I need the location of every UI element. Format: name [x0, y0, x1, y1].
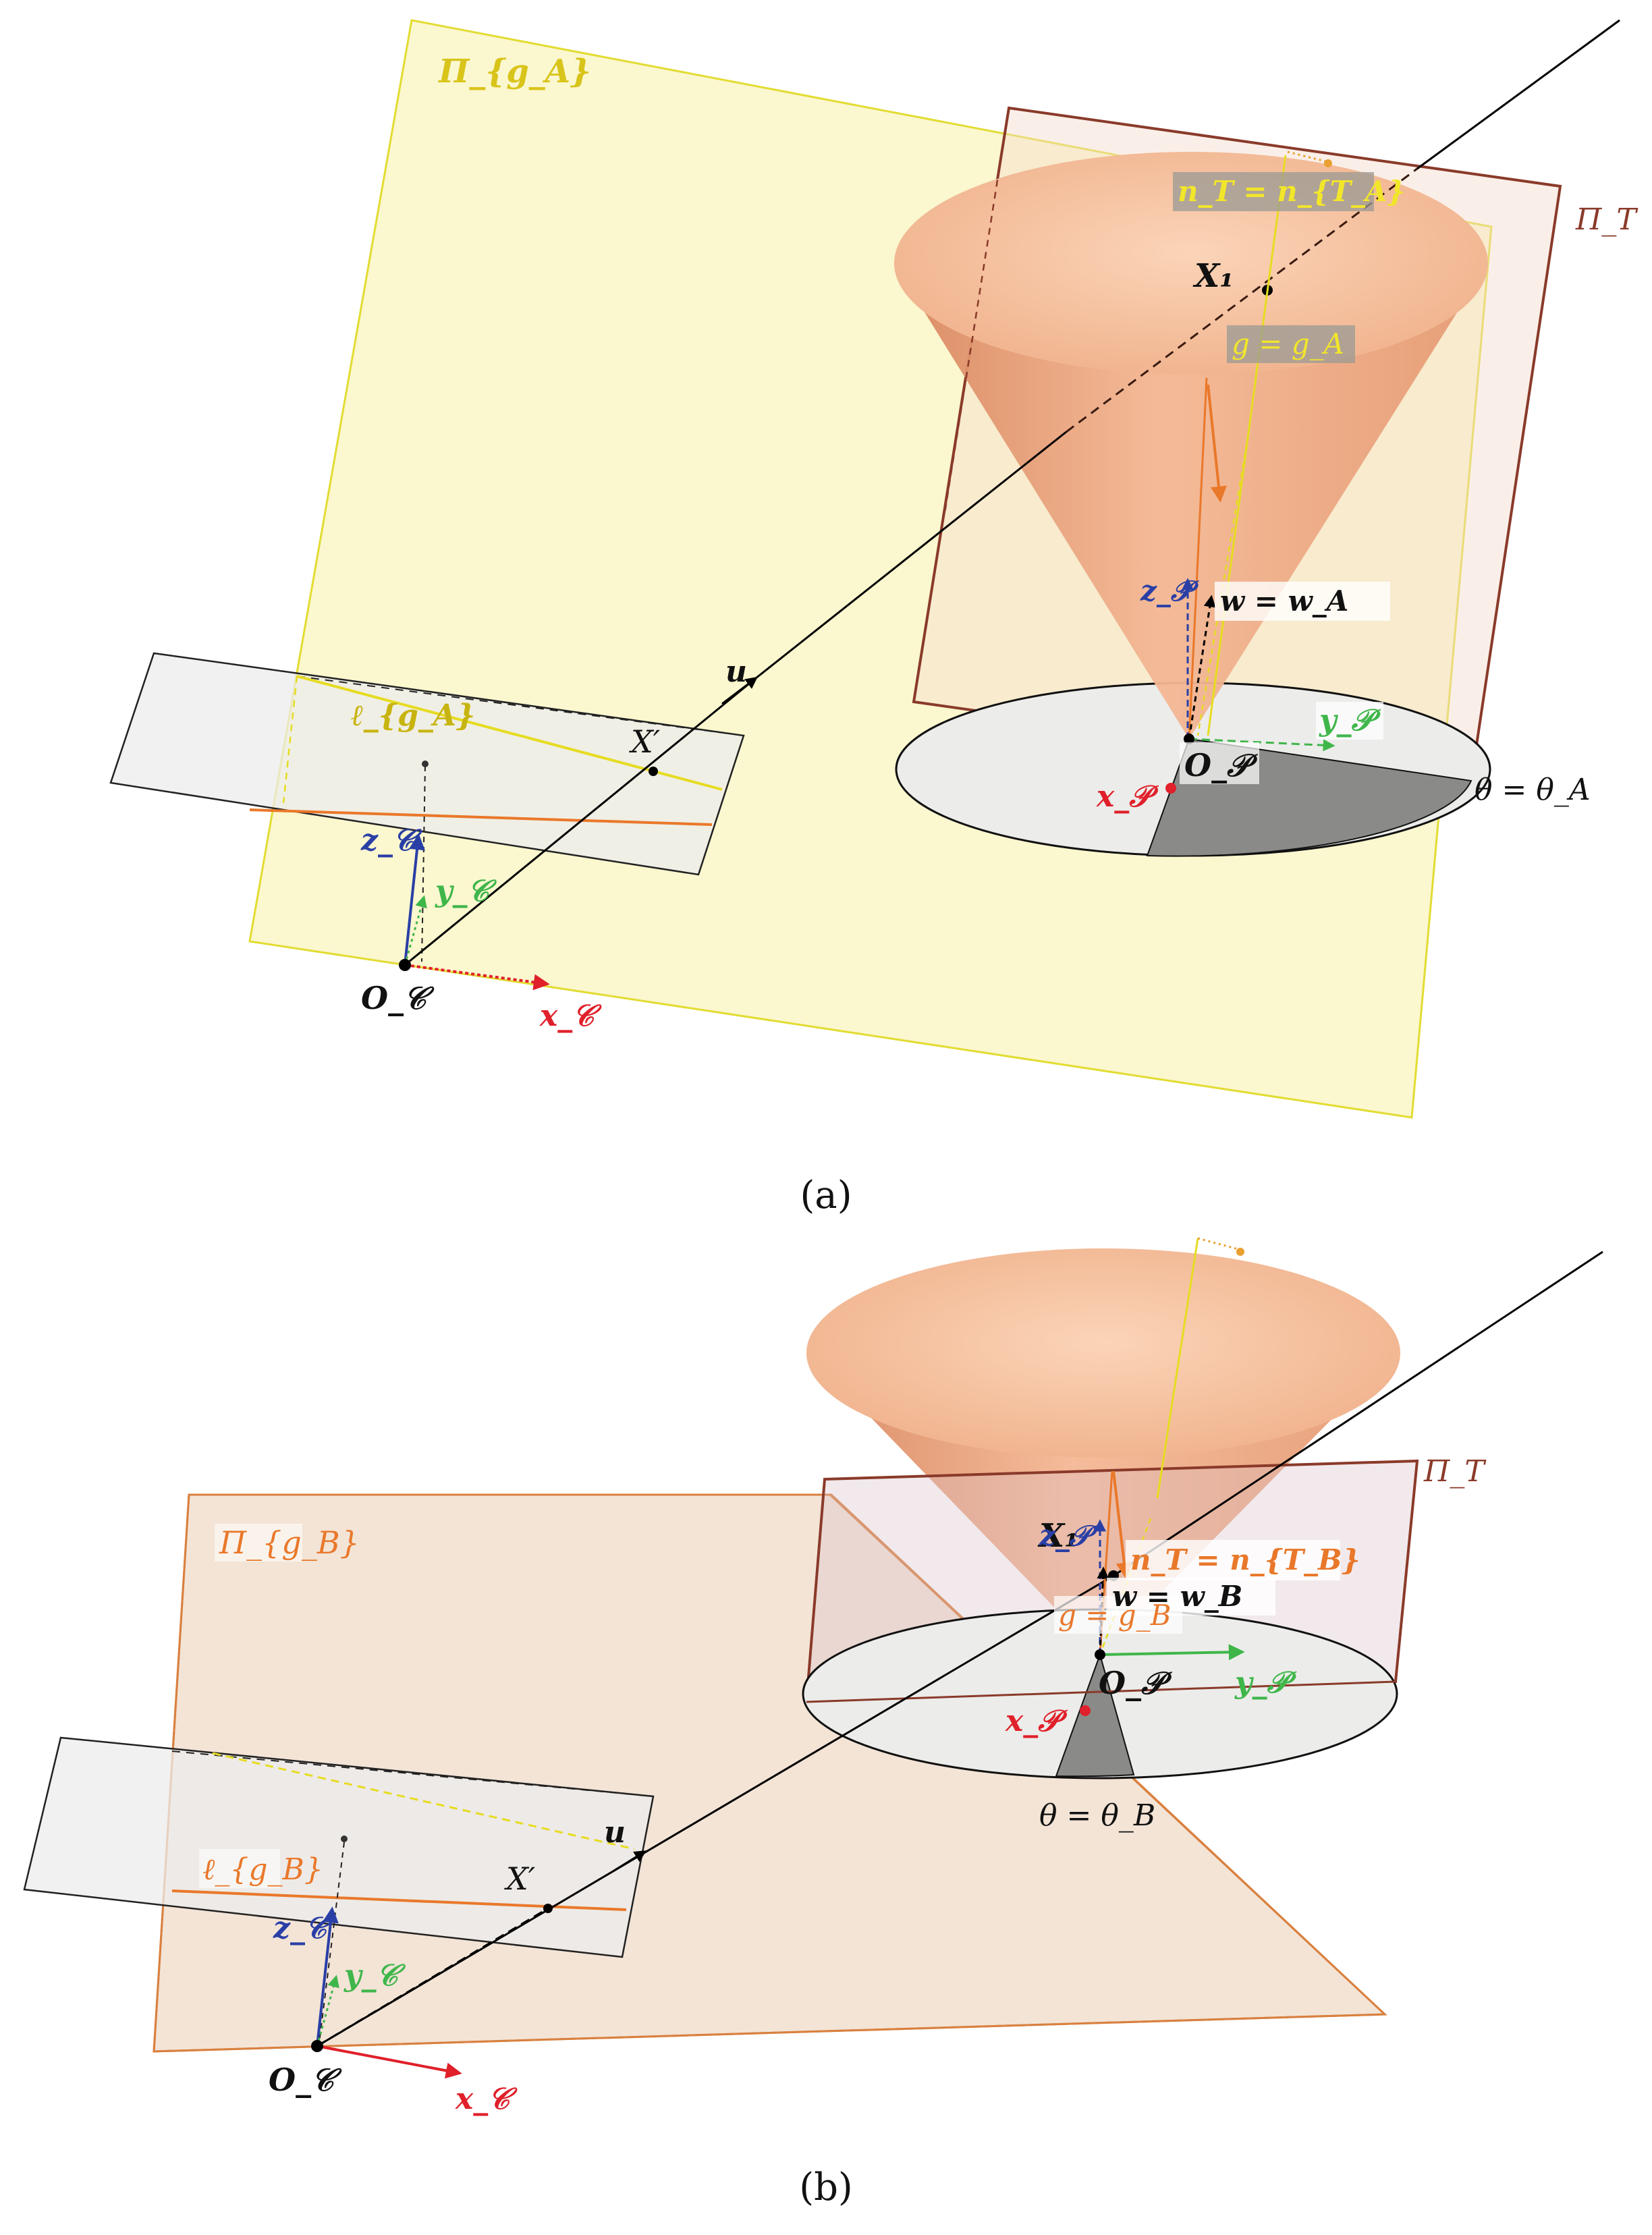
frame-pi-T-label-b: Π_T	[1423, 1454, 1487, 1489]
yc-label-a: y_𝒞	[435, 874, 497, 908]
zp-label-a: z_𝒫	[1140, 574, 1199, 607]
normal-label-bg-a	[1173, 172, 1374, 211]
ray-a-solid-low	[404, 677, 756, 966]
plane-pi-gB-right	[189, 1495, 1385, 2014]
g-vector-a	[1207, 384, 1227, 503]
xp-point-b	[1080, 1705, 1091, 1716]
xc-label-b: x_𝒞	[455, 2082, 518, 2116]
theta-label-b: θ = θ_B	[1039, 1798, 1155, 1833]
theta-sector-b	[1055, 1652, 1135, 1777]
op-label-b: O_𝒫	[1099, 1665, 1172, 1701]
yp-label-a: y_𝒫	[1319, 703, 1381, 738]
g-label-a: g = g_A	[1232, 327, 1344, 360]
frame-dashed-left-a	[943, 107, 1010, 514]
panel-b: Π_{g_B} Π_T n_T = n_{T_B} g = g_B w = w_…	[23, 1237, 1603, 2209]
w-label-b: w = w_B	[1112, 1580, 1242, 1613]
oc-point-a	[399, 959, 411, 971]
normal-label-a: n_T = n_{T_A}	[1178, 175, 1406, 208]
x1-label-a: X₁	[1192, 257, 1234, 295]
oc-label-b: O_𝒞	[269, 2062, 342, 2098]
op-point-a	[1184, 734, 1194, 744]
op-point-b	[1095, 1649, 1105, 1660]
normal-dashed-a	[1196, 424, 1251, 736]
ray-b-top	[1113, 1250, 1603, 1577]
camera-plane-a-dashed-edge	[296, 675, 744, 736]
zc-axis-a	[404, 833, 425, 966]
caption-b: (b)	[799, 2165, 853, 2209]
oc-point-b	[311, 2040, 323, 2052]
yellow-dashed-b	[212, 1752, 635, 1850]
u-arrow-a	[721, 676, 758, 705]
orange-dotted-a	[1287, 150, 1329, 163]
principal-point-a	[422, 761, 429, 767]
ell-label-a: ℓ_{g_A}	[351, 698, 475, 733]
plane-pi-gB-label: Π_{g_B}	[219, 1524, 360, 1561]
yp-label-bg-a	[1316, 702, 1383, 740]
xp-label-a: x_𝒫	[1096, 779, 1159, 814]
g-vector-b	[1112, 1470, 1132, 1579]
camera-plane-b-dashed-edge	[171, 1750, 654, 1797]
normal-label-b: n_T = n_{T_B}	[1130, 1543, 1360, 1576]
g-label-bg-a	[1227, 325, 1355, 363]
w-label-a: w = w_A	[1220, 584, 1348, 617]
cone-top-b	[806, 1248, 1400, 1458]
op-label-a: O_𝒫	[1184, 747, 1258, 783]
camera-axis-b	[318, 1842, 345, 2049]
camera-axis-a	[421, 765, 426, 962]
normal-label-bg-b	[1126, 1540, 1340, 1580]
zp-label-b: z_𝒫	[1039, 1519, 1098, 1552]
u-label-a: u	[725, 655, 747, 689]
plane-pi-gA-label: Π_{g_A}	[437, 53, 591, 90]
ray-a-solid-top	[1416, 19, 1620, 170]
panel-a: Π_{g_A} Π_T n_T = n_{T_A} g = g_A w = w_…	[109, 19, 1639, 1217]
theta-label-a: θ = θ_A	[1475, 773, 1591, 807]
ray-b-dashed	[316, 1907, 549, 2047]
orange-dot-b	[1236, 1248, 1244, 1256]
ray-a-solid-mid	[755, 431, 1067, 680]
cone-body-a	[894, 263, 1488, 739]
zc-label-a: z_𝒞	[360, 823, 422, 858]
ell-label-bg-b	[199, 1849, 280, 1888]
camera-plane-b	[23, 1736, 655, 1958]
zc-label-b: z_𝒞	[273, 1911, 335, 1946]
yp-axis-b	[1099, 1644, 1245, 1661]
oc-label-a: O_𝒞	[361, 980, 435, 1016]
u-arrow-b	[613, 1850, 647, 1872]
u-label-b: u	[604, 1815, 626, 1850]
g-label-b: g = g_B	[1058, 1599, 1172, 1632]
ell-gA-dashed	[282, 675, 298, 804]
zc-axis-b	[316, 1906, 339, 2047]
ell-label-b: ℓ_{g_B}	[202, 1852, 323, 1887]
plane-label-bg-b	[215, 1524, 302, 1562]
xprime-label-a: X′	[629, 723, 661, 760]
w-vector-a	[1188, 595, 1216, 740]
orange-dotted-b	[1197, 1237, 1241, 1251]
xp-point-a	[1165, 783, 1176, 794]
yc-label-b: y_𝒞	[343, 1958, 406, 1993]
op-label-bg-a	[1180, 742, 1259, 784]
disk-back-dashed-b	[802, 1608, 1398, 1694]
g-axis-orange-a	[1188, 377, 1208, 740]
w-label-bg-a	[1215, 582, 1390, 621]
xprime-label-b: X′	[504, 1860, 536, 1897]
yp-label-b: y_𝒫	[1234, 1665, 1297, 1700]
xprime-point-b	[543, 1904, 553, 1913]
xp-label-b: x_𝒫	[1005, 1704, 1068, 1738]
w-label-bg-b	[1107, 1578, 1275, 1616]
ray-a-dashed-inside	[1066, 167, 1418, 433]
x1-label-b: X₁	[1037, 1517, 1078, 1555]
principal-point-b	[341, 1836, 348, 1842]
frame-pi-T-label-a: Π_T	[1575, 202, 1639, 237]
xprime-point-a	[649, 767, 658, 776]
yp-axis-a	[1188, 738, 1336, 752]
normal-line-b	[1156, 1238, 1199, 1499]
xc-label-a: x_𝒞	[539, 999, 602, 1033]
caption-a: (a)	[800, 1174, 852, 1217]
orange-dot-a	[1324, 159, 1332, 167]
orange-line-a	[249, 808, 713, 826]
xc-axis-b	[316, 2045, 462, 2079]
